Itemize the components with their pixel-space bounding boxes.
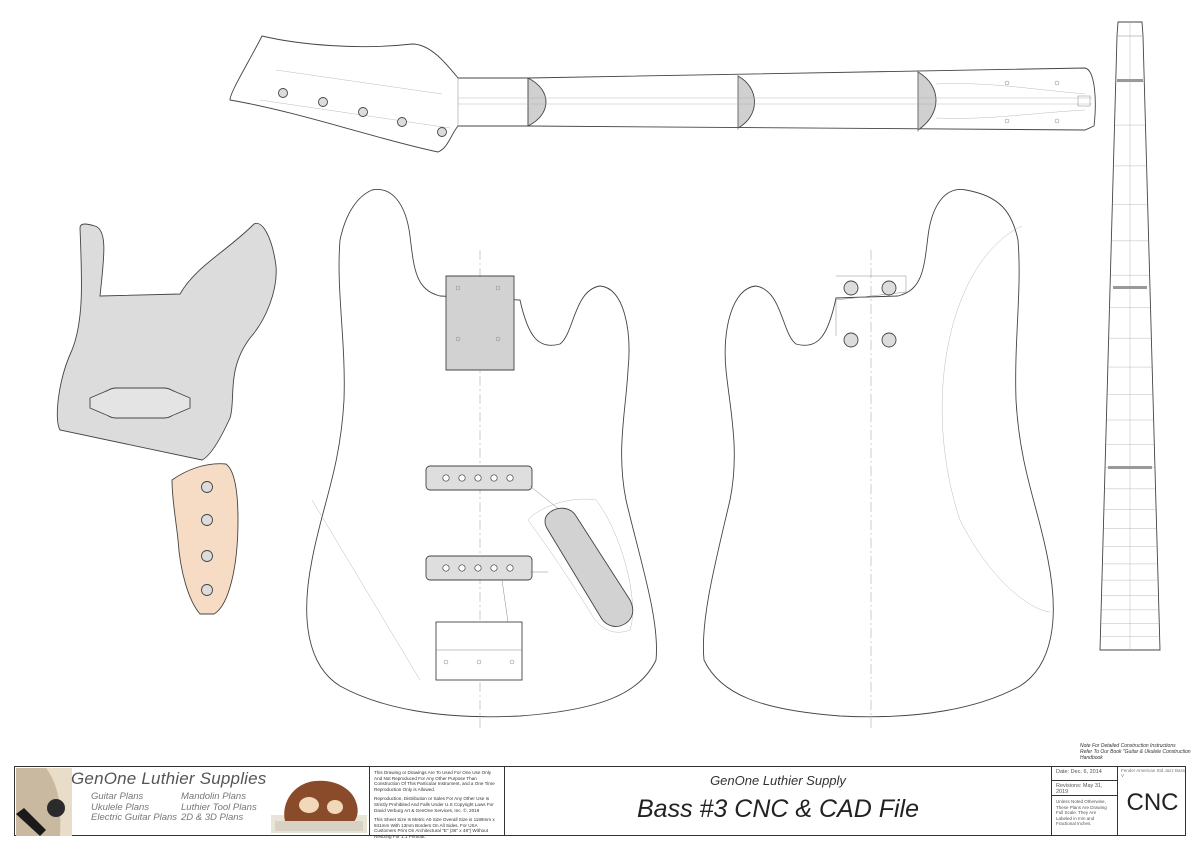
pole-piece <box>458 564 466 572</box>
plans-list-right: Mandolin Plans Luthier Tool Plans 2D & 3… <box>181 791 257 824</box>
logo-cell: GenOne Luthier Supplies Guitar Plans Uku… <box>15 767 370 836</box>
revision-field: Revisions: May 31, 2019 <box>1052 781 1117 796</box>
legal-text: Reproduction, Distribution or Sales For … <box>374 796 494 813</box>
plans-list-left: Guitar Plans Ukulele Plans Electric Guit… <box>91 791 178 824</box>
pole-piece <box>474 474 482 482</box>
pole-piece <box>442 474 450 482</box>
drawing-subtitle: GenOne Luthier Supply <box>710 773 846 788</box>
construction-note-line: Note For Detailed Construction Instructi… <box>1080 743 1176 749</box>
construction-note-line: Handbook <box>1080 755 1103 761</box>
plan-type: Ukulele Plans <box>91 801 150 813</box>
title-cell: GenOne Luthier Supply Bass #3 CNC & CAD … <box>505 767 1052 835</box>
pole-piece <box>506 564 514 572</box>
pole-piece <box>442 564 450 572</box>
plan-type: Luthier Tool Plans <box>181 801 257 813</box>
drawing-title: Bass #3 CNC & CAD File <box>636 795 920 823</box>
legal-text: This Sheet Size Is Metric A0 Size Overal… <box>374 817 495 839</box>
construction-note-line: Refer To Our Book "Guitar & Ukulele Cons… <box>1080 749 1191 755</box>
title-block: GenOne Luthier Supplies Guitar Plans Uku… <box>14 766 1187 839</box>
meta-cell: Date: Dec. 6, 2014 Revisions: May 31, 20… <box>1052 767 1118 835</box>
plan-drawing <box>56 21 1161 730</box>
pole-piece <box>458 474 466 482</box>
bass-body-photo-icon <box>271 780 367 833</box>
guitar-photo-icon <box>16 768 72 836</box>
control-plate-drawing <box>171 463 239 615</box>
plan-type: Mandolin Plans <box>181 791 246 802</box>
cnc-cell: Fender American Std Jazz Bass V CNC <box>1118 767 1187 835</box>
neck-drawing <box>229 35 1096 153</box>
pole-piece <box>506 474 514 482</box>
body-front-drawing <box>306 189 657 730</box>
fretboard-drawing <box>1099 21 1161 651</box>
body-back-drawing <box>702 189 1054 730</box>
cnc-label: CNC <box>1126 789 1179 816</box>
units-note: Unless Noted Otherwise, These Plans Are … <box>1056 799 1107 826</box>
construction-note: Note For Detailed Construction Instructi… <box>1080 743 1198 761</box>
pole-piece <box>474 564 482 572</box>
pole-piece <box>490 564 498 572</box>
date-field: Date: Dec. 6, 2014 <box>1052 767 1117 781</box>
legal-notice: This Drawing or Drawings Are To Used For… <box>370 767 505 839</box>
legal-text: This Drawing or Drawings Are To Used For… <box>374 770 495 792</box>
company-name: GenOne Luthier Supplies <box>71 769 267 788</box>
pole-piece <box>490 474 498 482</box>
model-label: Fender American Std Jazz Bass V <box>1121 768 1186 778</box>
plan-type: 2D & 3D Plans <box>181 812 244 823</box>
plan-type: Electric Guitar Plans <box>91 812 178 823</box>
plan-type: Guitar Plans <box>91 791 144 802</box>
pickguard-drawing <box>56 222 277 461</box>
